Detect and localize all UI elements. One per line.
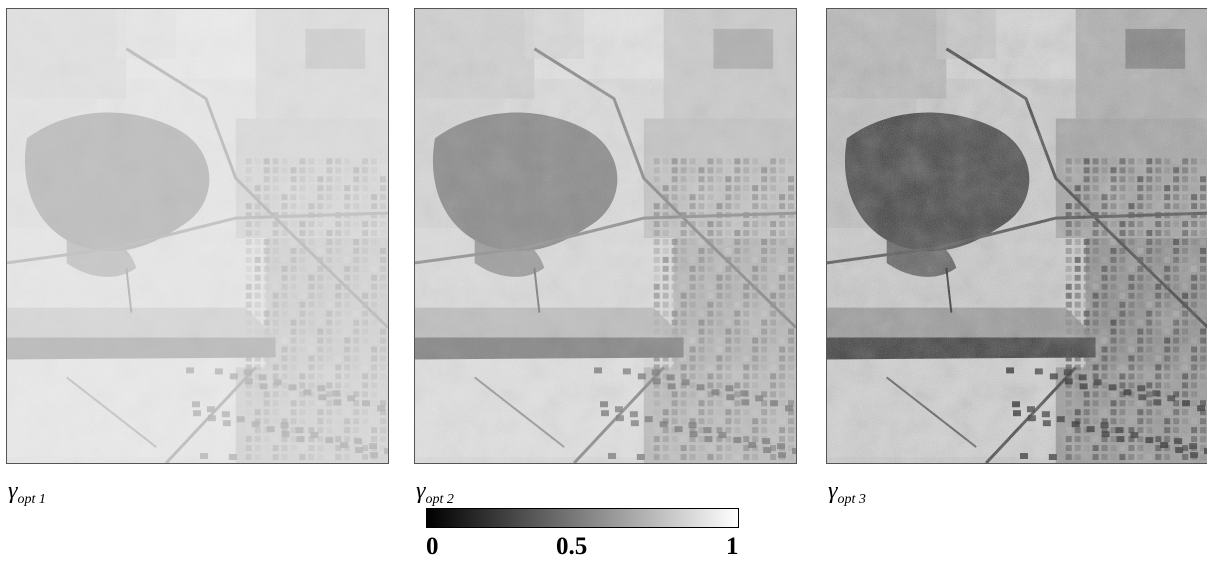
gamma-subscript: opt 2 — [425, 492, 454, 507]
gamma-symbol: γ — [8, 478, 18, 504]
sar-image-panel-3 — [826, 8, 1207, 464]
panel-2-caption: γopt 2 — [416, 478, 454, 507]
gamma-symbol: γ — [828, 478, 838, 504]
colorbar-tick-0: 0 — [426, 533, 439, 560]
gamma-subscript: opt 1 — [17, 492, 46, 507]
sar-scene — [827, 9, 1207, 463]
sar-image-panel-2 — [414, 8, 797, 464]
panel-1-caption: γopt 1 — [8, 478, 46, 507]
colorbar-tick-0.5: 0.5 — [556, 533, 588, 560]
colorbar-tick-1: 1 — [726, 533, 739, 560]
gamma-symbol: γ — [416, 478, 426, 504]
panel-3-caption: γopt 3 — [828, 478, 866, 507]
sar-scene — [415, 9, 796, 463]
gamma-subscript: opt 3 — [837, 492, 866, 507]
sar-image-panel-1 — [6, 8, 389, 464]
grayscale-colorbar — [426, 508, 739, 528]
sar-scene — [7, 9, 388, 463]
